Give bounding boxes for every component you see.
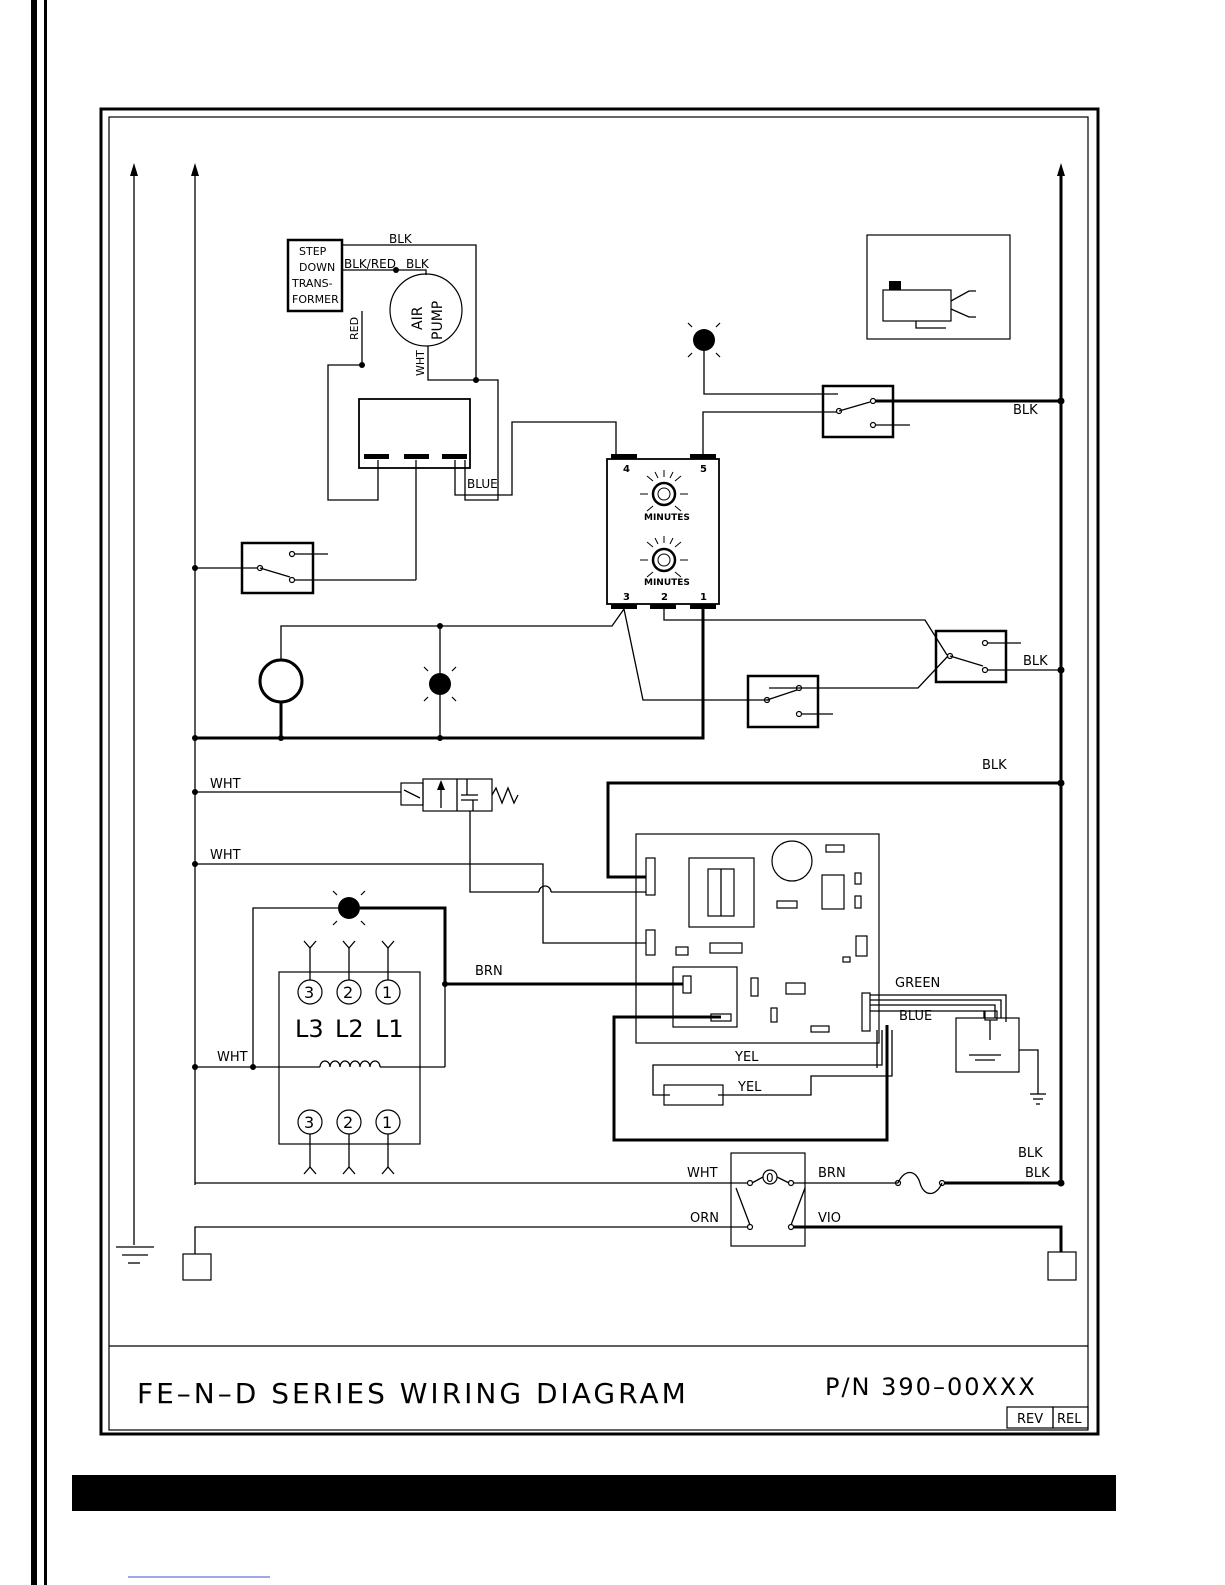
label-blk-red: BLK/RED: [344, 257, 396, 271]
label-red: RED: [348, 317, 361, 340]
ground-symbol-left: [116, 1247, 154, 1263]
air-pump: AIR PUMP: [390, 274, 462, 346]
rel-label: REL: [1057, 1412, 1082, 1427]
solenoid-valve: [192, 779, 646, 892]
diagram-frame: [101, 109, 1098, 1434]
transformer-line3-label: TRANS-: [291, 277, 333, 290]
timer-label-top: MINUTES: [644, 513, 690, 523]
rev-label: REV: [1017, 1412, 1043, 1427]
contactor-line_labels-0-label: L3: [295, 1015, 324, 1043]
indicator-light-top: [688, 323, 838, 394]
diagram-title: FE–N–D SERIES WIRING DIAGRAM: [137, 1377, 689, 1410]
label-blue-relay: BLUE: [467, 477, 498, 491]
inset-detail: [867, 235, 1010, 339]
contactor-line_labels-2-label: L1: [375, 1015, 404, 1043]
contactor-bottom_terminals-0-label: 3: [304, 1113, 314, 1132]
air_pump-line2-label: PUMP: [430, 301, 446, 340]
label-wht-board: WHT: [210, 848, 241, 863]
label-blk-right1: BLK: [1013, 403, 1038, 418]
water-tank: [956, 1011, 1046, 1104]
board-neutral-wire: [195, 864, 646, 943]
contactor-top_terminals-1-label: 2: [343, 983, 353, 1002]
pump-wiring: [328, 245, 498, 500]
label-yel2: YEL: [737, 1080, 762, 1095]
label-orn: ORN: [690, 1211, 719, 1226]
transformer-line2-label: DOWN: [299, 261, 335, 274]
label-brn-switch: BRN: [818, 1166, 846, 1181]
footer-bar: [72, 1475, 1116, 1511]
label-blk-pump: BLK: [406, 257, 430, 271]
label-wht-coil: WHT: [217, 1050, 248, 1065]
label-blk-top: BLK: [389, 232, 413, 246]
timer-terminals-0-label: 4: [623, 464, 630, 475]
contactor-bottom_terminals-1-label: 2: [343, 1113, 353, 1132]
transformer-line1-label: STEP: [299, 245, 327, 258]
switch-top-right: [703, 386, 1065, 455]
label-wht-switch: WHT: [687, 1166, 718, 1181]
label-wht-solenoid: WHT: [210, 777, 241, 792]
timer-dial-bottom: [640, 536, 688, 577]
contactor: 3 2 1 L3 L2 L1 3 2 1: [253, 941, 445, 1174]
label-blk-fuse2: BLK: [1025, 1166, 1050, 1181]
switch-middle-right: [769, 631, 1065, 688]
timer-dial-top: [640, 470, 688, 511]
power-buses: [130, 163, 1065, 1245]
contactor-line_labels-1-label: L2: [335, 1015, 364, 1043]
title-block: FE–N–D SERIES WIRING DIAGRAM P/N 390–00X…: [137, 1373, 1088, 1428]
label-brn-contactor: BRN: [475, 964, 503, 979]
timer-terminals-4-label: 1: [700, 592, 707, 603]
label-blue-probe: BLUE: [899, 1009, 932, 1024]
probe-wiring: [653, 995, 1006, 1095]
step-down-transformer: STEP DOWN TRANS- FORMER: [288, 240, 342, 311]
label-blk-right2: BLK: [1023, 654, 1048, 669]
page-margin-bars: [31, 0, 47, 1585]
timer-terminals-2-label: 3: [623, 592, 630, 603]
float-switch: [664, 1085, 723, 1105]
label-green: GREEN: [895, 976, 940, 991]
timer-bottom-wiring: [192, 609, 947, 741]
air_pump-line1-label: AIR: [410, 306, 426, 330]
label-wht-pump: WHT: [414, 350, 427, 376]
terminal-block-left: [183, 1254, 211, 1280]
label-blk-fuse1: BLK: [1018, 1146, 1043, 1161]
power-switch: 0: [195, 1153, 1061, 1254]
timer-label-bottom: MINUTES: [644, 578, 690, 588]
power_switch-center_label-label: 0: [766, 1171, 774, 1185]
label-yel1: YEL: [734, 1050, 759, 1065]
label-blk-right3: BLK: [982, 758, 1007, 773]
motor-circle: [260, 660, 302, 702]
contactor-bottom_terminals-2-label: 1: [382, 1113, 392, 1132]
timer: 4 5 3 2 1 MINUTES: [607, 454, 719, 609]
transformer-line4-label: FORMER: [292, 293, 339, 306]
board-power-wire: [608, 783, 1061, 877]
timer-terminals-1-label: 5: [700, 464, 707, 475]
high-limit-loop: [614, 1017, 887, 1140]
switch-left: [192, 543, 416, 593]
contactor-top_terminals-2-label: 1: [382, 983, 392, 1002]
contactor-top_terminals-0-label: 3: [304, 983, 314, 1002]
timer-terminals-3-label: 2: [661, 592, 668, 603]
label-vio: VIO: [818, 1211, 841, 1226]
part-number: P/N 390–00XXX: [825, 1373, 1037, 1401]
control-board: [636, 834, 879, 1043]
terminal-block-right: [1048, 1252, 1076, 1280]
switch-lower-middle: [748, 676, 833, 727]
